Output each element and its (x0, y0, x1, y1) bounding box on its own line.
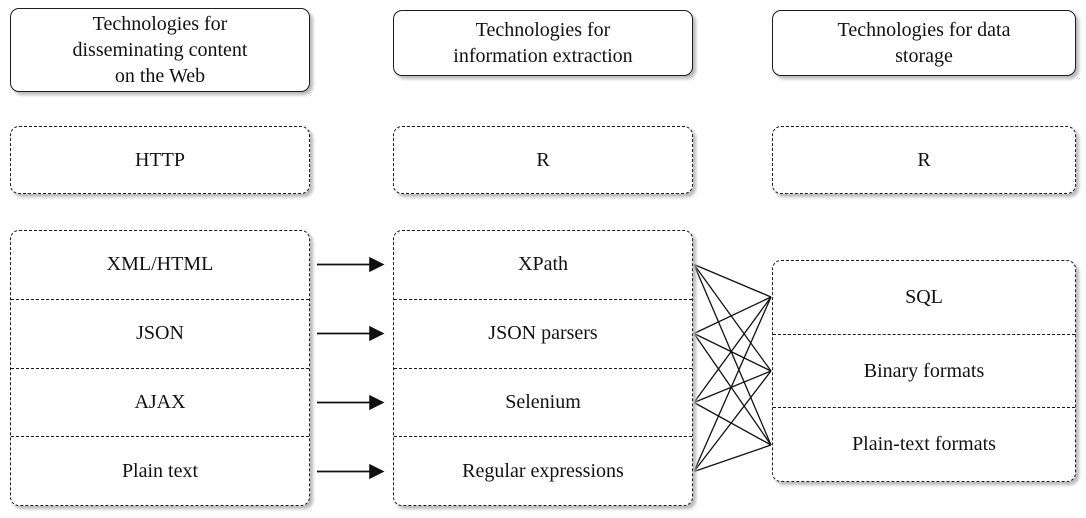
node-plain-text: Plain text (11, 436, 309, 505)
link-extraction-storage (693, 333, 772, 446)
header-line: Technologies for (475, 19, 611, 41)
header-line: Technologies for data (837, 19, 1011, 41)
node-label: R (536, 148, 550, 171)
node-label: HTTP (135, 148, 185, 171)
node-xpath: XPath (518, 253, 568, 276)
link-extraction-storage (693, 264, 772, 446)
link-extraction-storage (693, 296, 772, 403)
header-line: Technologies for (92, 13, 228, 35)
node-r-storage: R (772, 126, 1076, 194)
link-extraction-storage (693, 444, 772, 473)
header-extraction: Technologies for information extraction (393, 10, 693, 76)
node-label: R (917, 148, 931, 171)
link-extraction-storage (693, 370, 772, 472)
link-extraction-storage (693, 264, 772, 372)
stack-storage-formats: SQL Binary formats Plain-text formats (772, 260, 1076, 482)
link-extraction-storage (693, 401, 772, 446)
node-http: HTTP (10, 126, 310, 194)
header-dissemination: Technologies for disseminating content o… (10, 8, 310, 92)
link-extraction-storage (693, 370, 772, 404)
node-ajax: AJAX (11, 367, 309, 437)
link-extraction-storage (693, 296, 772, 335)
node-json: JSON (11, 298, 309, 368)
node-selenium: Selenium (394, 367, 692, 437)
link-extraction-storage (693, 296, 772, 472)
link-extraction-storage (693, 332, 772, 372)
stack-extraction-tools: XPath JSON parsers Selenium Regular expr… (393, 230, 693, 506)
node-binary-formats: Binary formats (773, 333, 1075, 408)
link-extraction-storage (693, 263, 772, 298)
header-storage: Technologies for data storage (772, 10, 1076, 76)
node-xml-html: XML/HTML (106, 253, 214, 276)
header-line: disseminating content (72, 39, 248, 61)
node-sql: SQL (905, 285, 943, 308)
node-regular-expressions: Regular expressions (394, 436, 692, 505)
header-line: information extraction (453, 45, 633, 67)
node-json-parsers: JSON parsers (394, 298, 692, 368)
header-line: storage (895, 45, 953, 67)
node-r-extraction: R (393, 126, 693, 194)
header-line: on the Web (114, 65, 206, 87)
stack-dissemination-formats: XML/HTML JSON AJAX Plain text (10, 230, 310, 506)
node-plain-text-formats: Plain-text formats (773, 407, 1075, 481)
